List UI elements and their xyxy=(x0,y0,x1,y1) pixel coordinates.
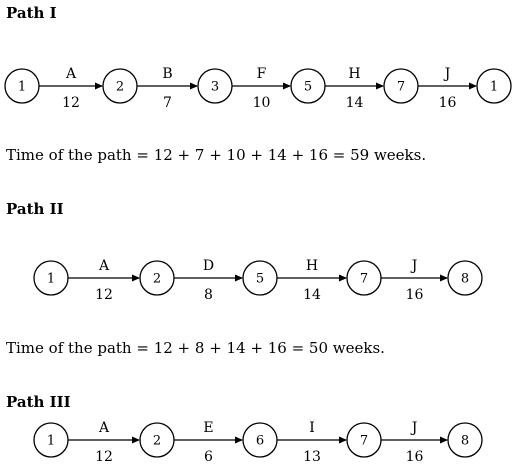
event-node-number: 1 xyxy=(47,272,55,287)
activity-label: B xyxy=(162,66,172,82)
event-node: 7 xyxy=(383,68,419,104)
event-node-number: 8 xyxy=(461,434,469,449)
event-node: 2 xyxy=(102,68,138,104)
event-node: 1 xyxy=(476,68,512,104)
activity-duration: 12 xyxy=(95,287,113,303)
event-node-number: 1 xyxy=(18,80,26,95)
event-node-number: 7 xyxy=(397,80,405,95)
activity-label: H xyxy=(348,66,360,82)
activity-label: J xyxy=(443,66,451,82)
event-node-number: 8 xyxy=(461,272,469,287)
event-node: 7 xyxy=(346,422,382,458)
event-node-number: 3 xyxy=(211,80,219,95)
event-node-number: 2 xyxy=(153,272,161,287)
activity-label: J xyxy=(410,258,418,274)
event-node-number: 5 xyxy=(304,80,312,95)
event-node: 5 xyxy=(290,68,326,104)
activity-duration: 12 xyxy=(62,95,80,111)
activity-label: A xyxy=(65,66,77,82)
path-1-time-sentence: Time of the path = 12 + 7 + 10 + 14 + 16… xyxy=(6,146,427,164)
activity-label: A xyxy=(98,258,110,274)
activity-label: F xyxy=(257,66,267,82)
event-node-number: 1 xyxy=(490,80,498,95)
activity-duration: 12 xyxy=(95,449,113,465)
event-node: 6 xyxy=(242,422,278,458)
activity-label: A xyxy=(98,420,110,436)
activity-label: D xyxy=(203,258,214,274)
event-node: 2 xyxy=(139,422,175,458)
event-node-number: 2 xyxy=(116,80,124,95)
event-node: 7 xyxy=(346,260,382,296)
activity-duration: 16 xyxy=(406,287,424,303)
event-node: 2 xyxy=(139,260,175,296)
event-node: 1 xyxy=(4,68,40,104)
event-node-number: 5 xyxy=(256,272,264,287)
event-node: 1 xyxy=(33,260,69,296)
activity-duration: 7 xyxy=(163,95,172,111)
activity-duration: 10 xyxy=(253,95,271,111)
path-3-heading: Path III xyxy=(6,393,71,411)
path-1-heading: Path I xyxy=(6,4,57,22)
activity-label: H xyxy=(306,258,318,274)
event-node-number: 7 xyxy=(360,272,368,287)
path-2-time-sentence: Time of the path = 12 + 8 + 14 + 16 = 50… xyxy=(6,339,385,357)
event-node-number: 6 xyxy=(256,434,264,449)
event-node: 5 xyxy=(242,260,278,296)
event-node: 1 xyxy=(33,422,69,458)
activity-duration: 16 xyxy=(406,449,424,465)
activity-label: J xyxy=(410,420,418,436)
activity-duration: 6 xyxy=(204,449,213,465)
activity-label: E xyxy=(203,420,213,436)
event-node: 8 xyxy=(447,422,483,458)
event-node: 3 xyxy=(197,68,233,104)
event-node-number: 1 xyxy=(47,434,55,449)
activity-duration: 16 xyxy=(439,95,457,111)
event-node: 8 xyxy=(447,260,483,296)
event-node-number: 7 xyxy=(360,434,368,449)
activity-label: I xyxy=(309,420,315,436)
event-node-number: 2 xyxy=(153,434,161,449)
activity-duration: 14 xyxy=(346,95,364,111)
activity-duration: 14 xyxy=(303,287,321,303)
activity-duration: 8 xyxy=(204,287,213,303)
path-2-heading: Path II xyxy=(6,200,64,218)
activity-duration: 13 xyxy=(303,449,321,465)
